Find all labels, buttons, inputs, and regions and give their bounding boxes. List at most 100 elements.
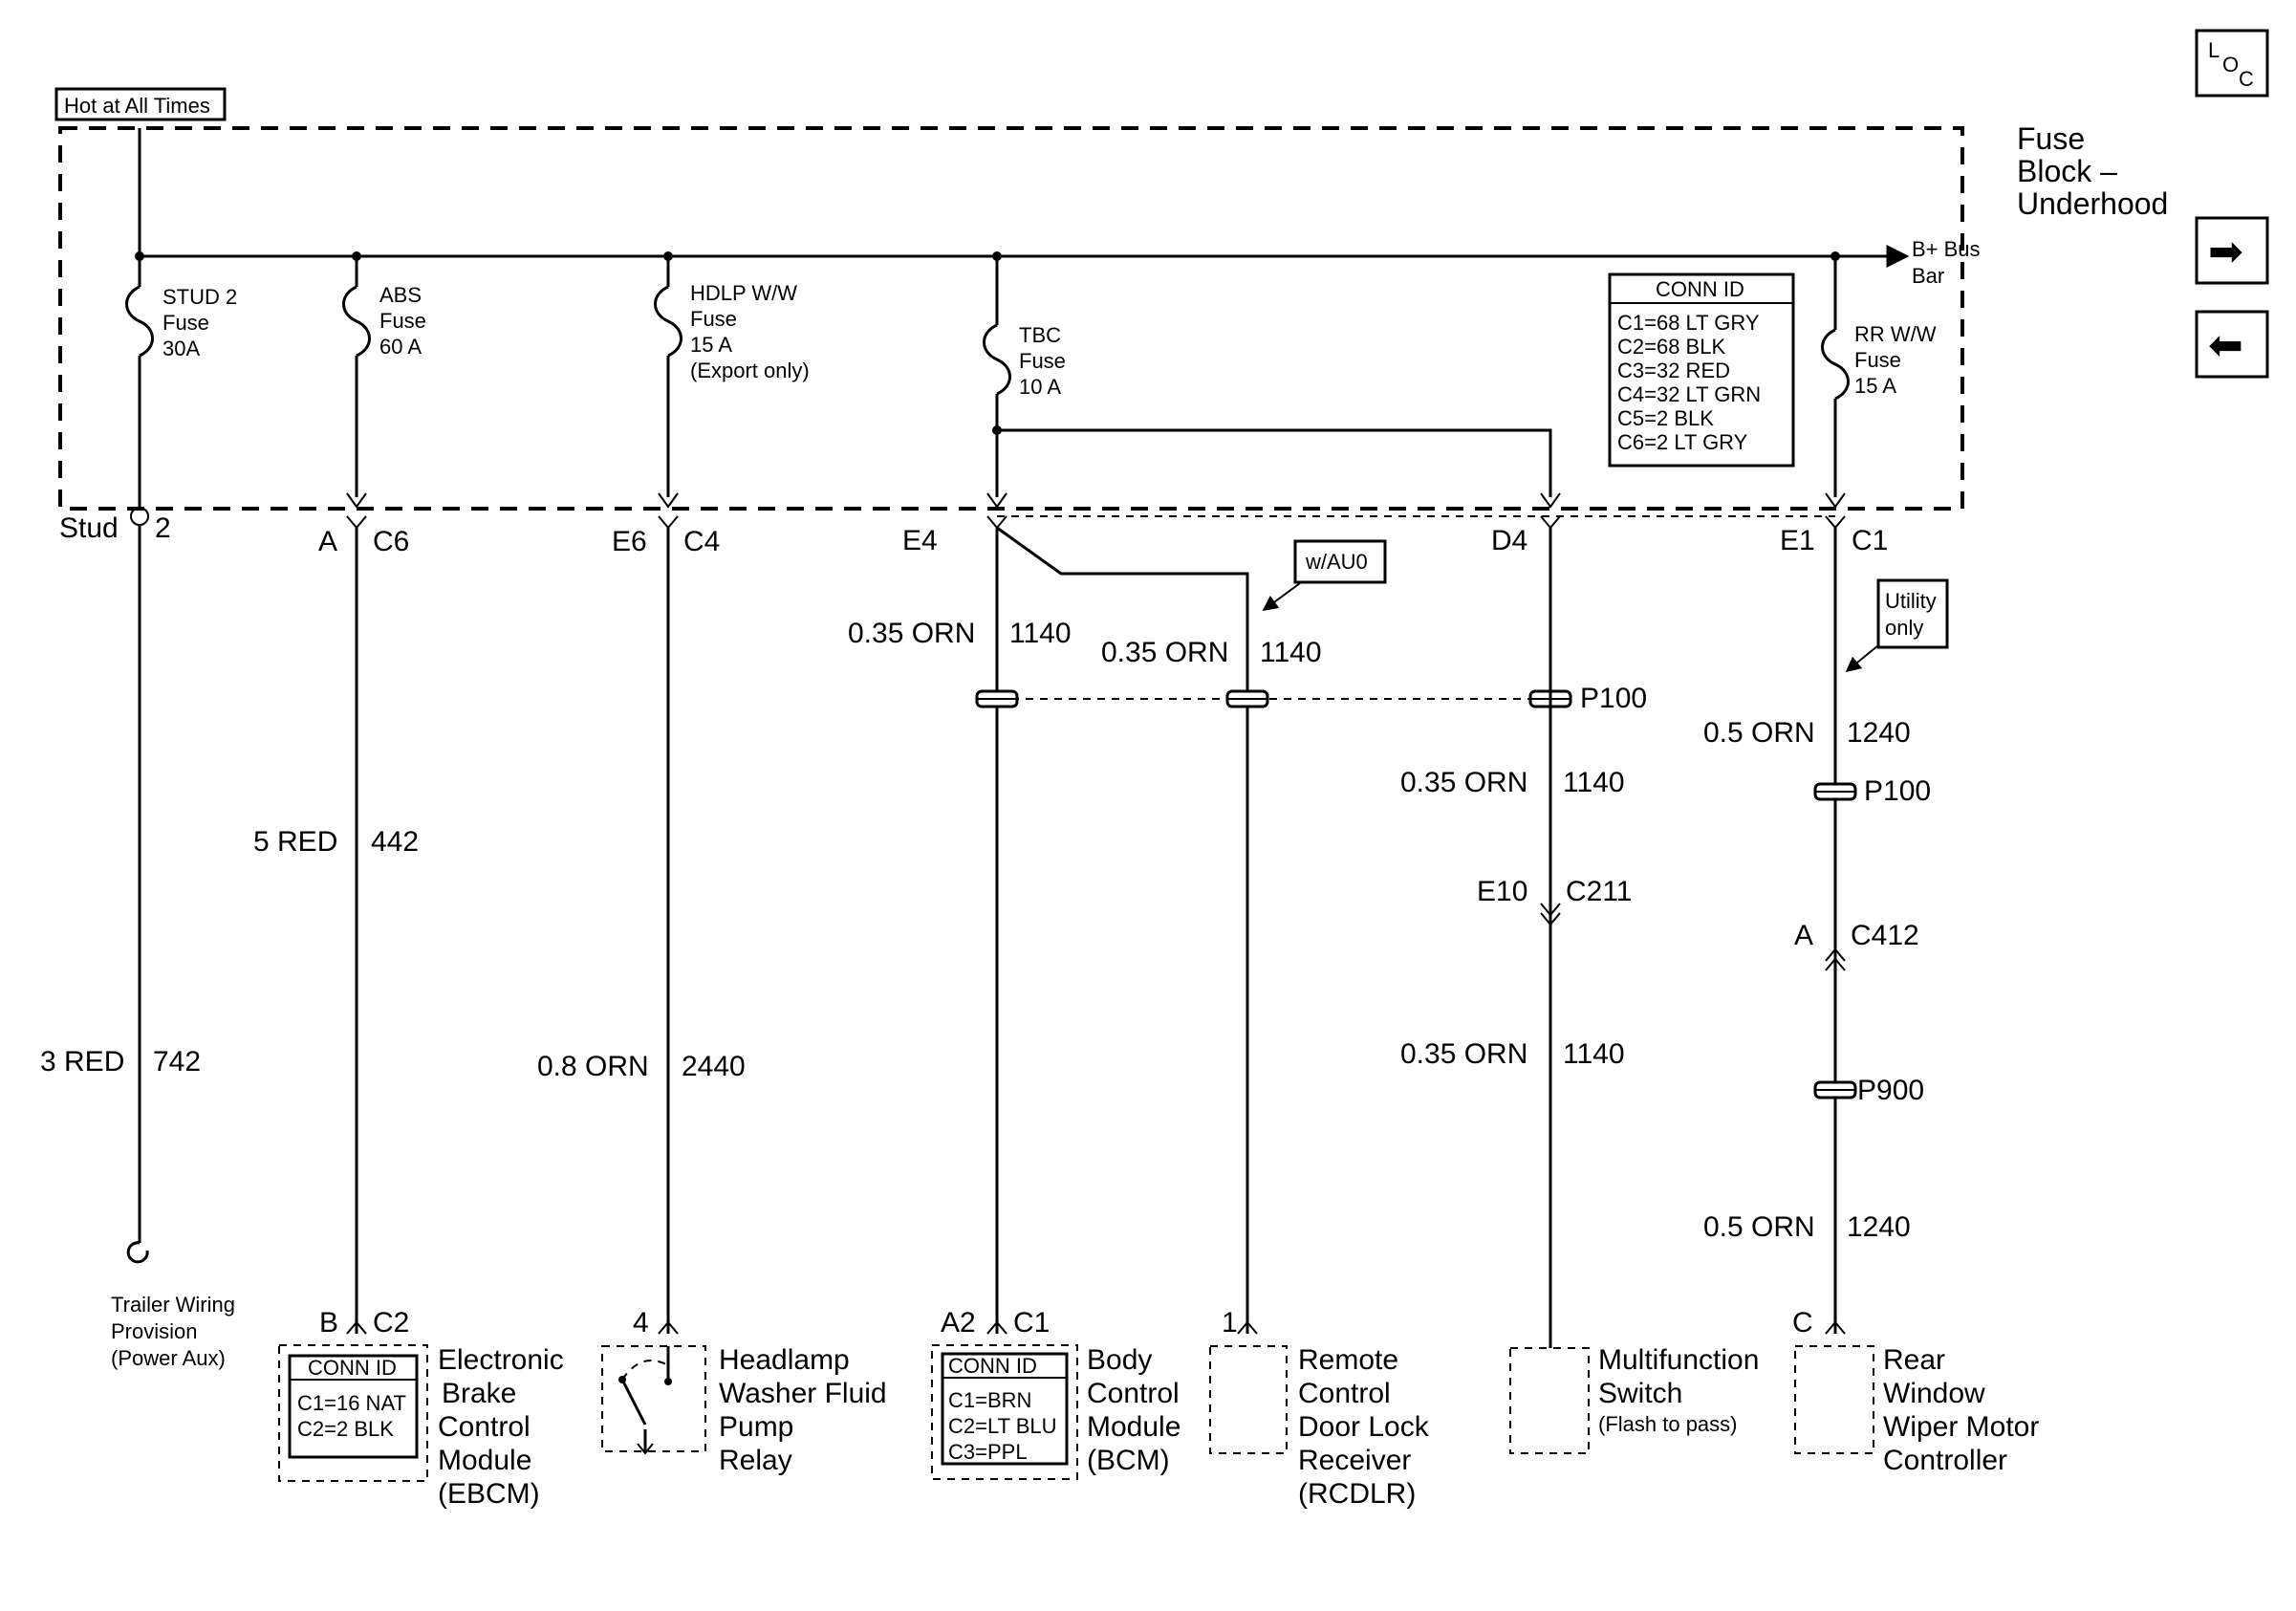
svg-text:Underhood: Underhood [2017, 186, 2168, 221]
circuit-442: A C6 5 RED 442 B C2 [253, 515, 419, 1339]
svg-text:Control: Control [1087, 1378, 1180, 1409]
svg-text:10 A: 10 A [1019, 375, 1061, 399]
svg-text:742: 742 [153, 1046, 201, 1078]
ebcm-module[interactable]: CONN ID C1=16 NAT C2=2 BLK Electronic Br… [278, 1344, 564, 1510]
svg-text:w/AU0: w/AU0 [1305, 550, 1368, 574]
svg-text:Control: Control [1298, 1378, 1391, 1409]
svg-text:1140: 1140 [1563, 767, 1625, 798]
svg-text:442: 442 [371, 826, 419, 858]
fuse-stud2: STUD 2 Fuse 30A [125, 251, 237, 507]
svg-text:15 A: 15 A [690, 333, 732, 357]
svg-text:TBC: TBC [1019, 323, 1061, 347]
hot-at-all-times-label: Hot at All Times [54, 87, 227, 121]
svg-text:C2=68 BLK: C2=68 BLK [1617, 335, 1725, 359]
svg-text:Wiper Motor: Wiper Motor [1883, 1411, 2039, 1443]
svg-text:STUD 2: STUD 2 [162, 285, 237, 309]
svg-text:0.8 ORN: 0.8 ORN [537, 1051, 649, 1082]
svg-text:Hot at All Times: Hot at All Times [64, 94, 210, 118]
svg-text:3 RED: 3 RED [40, 1046, 124, 1078]
fuse-hdlp-ww: HDLP W/W Fuse 15 A (Export only) [654, 251, 810, 509]
svg-text:C: C [2239, 67, 2254, 91]
svg-text:(Flash to pass): (Flash to pass) [1598, 1412, 1738, 1436]
forward-button[interactable]: ➡ [2195, 216, 2269, 285]
svg-text:Remote: Remote [1298, 1344, 1398, 1376]
svg-text:(RCDLR): (RCDLR) [1298, 1478, 1416, 1510]
arrow-left-icon: ⬅ [2208, 322, 2243, 369]
svg-text:B+ Bus: B+ Bus [1912, 237, 1981, 261]
svg-text:C1=68 LT GRY: C1=68 LT GRY [1617, 311, 1760, 335]
svg-text:Fuse: Fuse [1854, 348, 1901, 372]
svg-text:C412: C412 [1851, 920, 1919, 951]
svg-text:0.35 ORN: 0.35 ORN [848, 618, 975, 649]
svg-text:2: 2 [155, 512, 171, 544]
svg-text:C: C [1792, 1307, 1813, 1339]
svg-text:C2=LT BLU: C2=LT BLU [948, 1414, 1057, 1438]
svg-text:Utility: Utility [1885, 589, 1937, 613]
svg-text:Fuse: Fuse [379, 309, 426, 333]
svg-text:4: 4 [633, 1307, 649, 1339]
svg-text:(BCM): (BCM) [1087, 1445, 1170, 1476]
svg-text:ABS: ABS [379, 283, 422, 307]
headlamp-washer-relay[interactable]: Headlamp Washer Fluid Pump Relay [601, 1344, 887, 1476]
svg-text:D4: D4 [1491, 525, 1527, 556]
rear-window-wiper-motor-controller[interactable]: Rear Window Wiper Motor Controller [1794, 1344, 2039, 1476]
svg-text:C2=2 BLK: C2=2 BLK [297, 1417, 394, 1441]
svg-text:Fuse: Fuse [690, 307, 737, 331]
svg-text:Bar: Bar [1912, 264, 1944, 288]
svg-text:C3=PPL: C3=PPL [948, 1440, 1028, 1464]
svg-text:C5=2 BLK: C5=2 BLK [1617, 406, 1714, 430]
svg-text:C1: C1 [1852, 525, 1888, 556]
arrow-right-icon: ➡ [2208, 229, 2243, 275]
fuse-tbc: TBC Fuse 10 A [983, 251, 1561, 509]
loc-button[interactable]: L O C [2195, 29, 2269, 98]
svg-text:E4: E4 [902, 525, 938, 556]
svg-text:E10: E10 [1477, 876, 1527, 907]
svg-text:A: A [318, 526, 337, 557]
svg-text:Block –: Block – [2017, 154, 2117, 188]
bcm-module[interactable]: CONN ID C1=BRN C2=LT BLU C3=PPL Body Con… [931, 1344, 1180, 1480]
splice-p100-left: P100 [975, 683, 1647, 714]
svg-text:30A: 30A [162, 337, 200, 360]
svg-text:Brake: Brake [442, 1378, 516, 1409]
svg-text:A2: A2 [941, 1307, 976, 1339]
b-plus-bus-label: B+ Bus Bar [1912, 237, 1981, 288]
svg-text:P900: P900 [1857, 1075, 1924, 1106]
svg-text:E1: E1 [1780, 525, 1815, 556]
svg-text:C3=32 RED: C3=32 RED [1617, 359, 1730, 382]
option-w-au0: w/AU0 [1262, 539, 1387, 611]
rcdlr-module[interactable]: Remote Control Door Lock Receiver (RCDLR… [1209, 1344, 1430, 1510]
svg-text:C1=16 NAT: C1=16 NAT [297, 1391, 406, 1415]
svg-text:Switch: Switch [1598, 1378, 1682, 1409]
svg-text:O: O [2222, 53, 2239, 76]
circuit-1140-rcdlr: 0.35 ORN 1140 1 [996, 526, 1322, 1339]
svg-text:E6: E6 [612, 526, 647, 557]
svg-text:P100: P100 [1580, 683, 1647, 714]
svg-text:Control: Control [438, 1411, 531, 1443]
svg-text:Module: Module [1087, 1411, 1180, 1443]
trailer-wiring-provision: Trailer Wiring Provision (Power Aux) [111, 1293, 235, 1370]
fuse-block-label: Fuse Block – Underhood [2017, 121, 2168, 221]
svg-text:5 RED: 5 RED [253, 826, 337, 858]
svg-text:1: 1 [1222, 1307, 1238, 1339]
svg-text:0.5 ORN: 0.5 ORN [1703, 1211, 1815, 1243]
svg-text:Fuse: Fuse [162, 311, 209, 335]
fuse-block-boundary [58, 126, 1964, 511]
svg-text:60 A: 60 A [379, 335, 422, 359]
fuse-abs: ABS Fuse 60 A [342, 251, 426, 509]
svg-text:1140: 1140 [1009, 618, 1072, 649]
svg-text:1240: 1240 [1847, 717, 1911, 749]
multifunction-switch[interactable]: Multifunction Switch (Flash to pass) [1509, 1344, 1759, 1454]
circuit-742: Stud 2 3 RED 742 [40, 507, 201, 1264]
svg-text:C6: C6 [373, 526, 409, 557]
svg-text:Headlamp: Headlamp [719, 1344, 850, 1376]
svg-text:A: A [1794, 920, 1813, 951]
svg-text:C6=2 LT GRY: C6=2 LT GRY [1617, 430, 1748, 454]
svg-text:B: B [319, 1307, 338, 1339]
svg-text:0.35 ORN: 0.35 ORN [1101, 637, 1228, 668]
svg-text:15 A: 15 A [1854, 374, 1896, 398]
svg-text:1140: 1140 [1260, 637, 1322, 668]
svg-text:C4: C4 [683, 526, 720, 557]
back-button[interactable]: ⬅ [2195, 310, 2269, 379]
svg-text:Module: Module [438, 1445, 531, 1476]
